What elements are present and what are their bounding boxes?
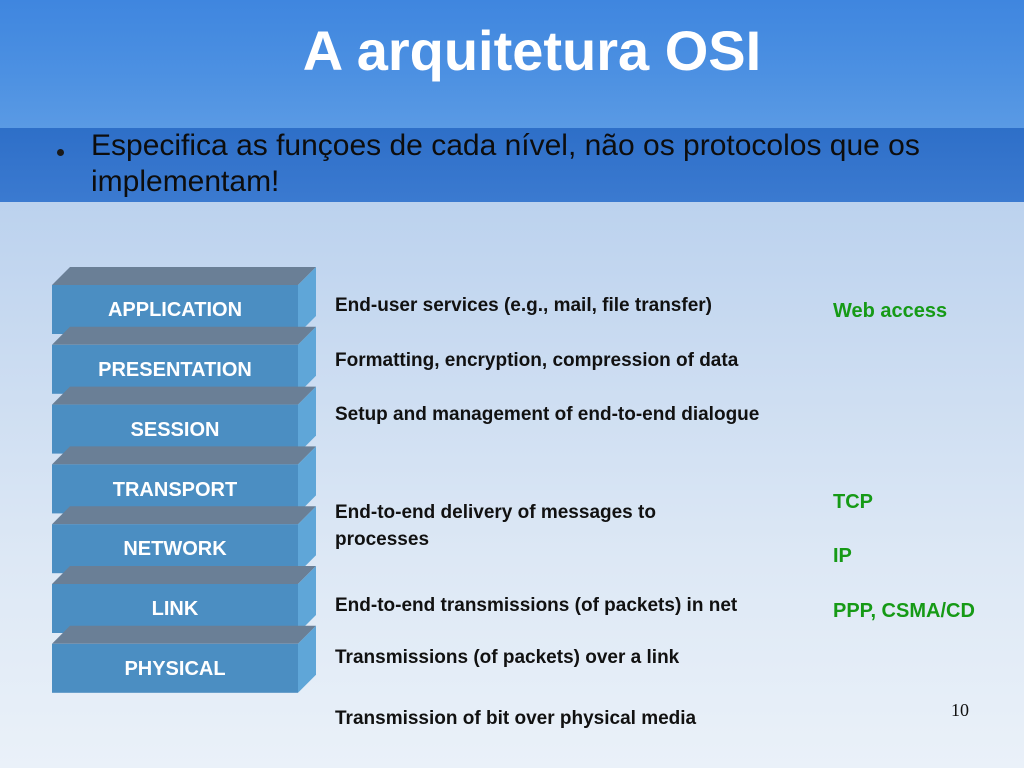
layer-top-application	[52, 267, 316, 285]
layer-side-link	[298, 566, 316, 633]
title-band	[0, 0, 1024, 128]
layer-front-link	[52, 584, 298, 633]
layer-top-link	[52, 566, 316, 584]
layer-label-physical: PHYSICAL	[124, 658, 226, 680]
layer-front-application	[52, 285, 298, 334]
layer-side-application	[298, 267, 316, 334]
layer-label-session: SESSION	[130, 419, 220, 441]
layer-top-transport	[52, 446, 316, 465]
page-number: 10	[951, 700, 969, 720]
slide-title: A arquitetura OSI	[302, 19, 762, 82]
description-physical: Transmission of bit over physical media	[335, 708, 697, 729]
bullet-text: Especifica as funçoes de cada nível, não…	[91, 129, 920, 198]
layer-top-physical	[52, 625, 316, 644]
layer-top-session	[52, 386, 316, 405]
bullet-dot-icon	[57, 149, 64, 156]
layer-top-presentation	[52, 326, 316, 345]
layer-label-link: LINK	[151, 598, 199, 620]
layer-label-presentation: PRESENTATION	[98, 359, 252, 381]
layer-label-network: NETWORK	[123, 538, 227, 560]
layer-side-transport	[298, 446, 316, 514]
description-link: Transmissions (of packets) over a link	[335, 647, 680, 668]
protocol-web-access: Web access	[833, 300, 948, 322]
protocol-ppp-csma-cd: PPP, CSMA/CD	[833, 600, 975, 622]
description-presentation: Formatting, encryption, compression of d…	[335, 350, 739, 371]
description-network: End-to-end transmissions (of packets) in…	[335, 595, 738, 616]
layer-label-transport: TRANSPORT	[112, 479, 238, 501]
protocol-ip: IP	[833, 545, 852, 567]
description-session: Setup and management of end-to-end dialo…	[335, 404, 760, 425]
description-transport: End-to-end delivery of messages to proce…	[335, 502, 656, 550]
layer-side-physical	[298, 625, 316, 693]
protocol-tcp: TCP	[833, 491, 873, 513]
bullet-band	[0, 128, 1024, 202]
layer-side-session	[298, 386, 316, 454]
layer-side-presentation	[298, 326, 316, 394]
layer-front-presentation	[52, 344, 298, 394]
layer-front-transport	[52, 464, 298, 514]
layer-front-session	[52, 404, 298, 454]
layer-front-physical	[52, 643, 298, 693]
layer-side-network	[298, 506, 316, 574]
layer-top-network	[52, 506, 316, 525]
layer-front-network	[52, 524, 298, 574]
description-application: End-user services (e.g., mail, file tran…	[335, 295, 712, 316]
layer-label-application: APPLICATION	[107, 299, 243, 321]
